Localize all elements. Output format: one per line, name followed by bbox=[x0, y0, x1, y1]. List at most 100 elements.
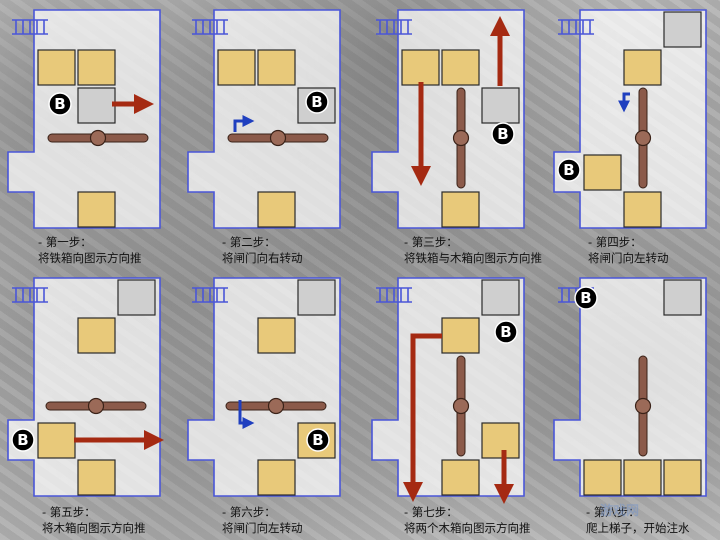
iron-crate bbox=[663, 279, 702, 316]
rotating-gate-lever bbox=[452, 87, 470, 189]
ladder-icon bbox=[376, 287, 412, 303]
wooden-crate bbox=[257, 49, 296, 86]
iron-crate bbox=[297, 279, 336, 316]
ladder-icon bbox=[558, 19, 594, 35]
player-marker-label: B bbox=[17, 431, 28, 449]
player-marker-circle bbox=[557, 158, 581, 182]
wooden-crate bbox=[257, 317, 296, 354]
step-8-caption: - 第八步： 爬上梯子，开始注水 bbox=[586, 504, 690, 536]
step-4-desc: 将闸门向左转动 bbox=[588, 251, 669, 265]
player-b-marker: B bbox=[491, 122, 515, 146]
wooden-crate bbox=[441, 191, 480, 228]
step-1-panel: B bbox=[7, 9, 161, 229]
iron-crate bbox=[663, 11, 702, 48]
player-marker-circle bbox=[494, 320, 518, 344]
ladder-icon bbox=[376, 19, 412, 35]
wooden-crate bbox=[441, 49, 480, 86]
player-marker-label: B bbox=[311, 93, 322, 111]
player-marker-circle bbox=[48, 92, 72, 116]
player-marker-circle bbox=[574, 286, 598, 310]
step-7-desc: 将两个木箱向图示方向推 bbox=[404, 521, 531, 535]
player-marker-label: B bbox=[500, 323, 511, 341]
step-8-title: - 第八步： bbox=[586, 505, 640, 519]
step-3-panel: B bbox=[371, 9, 525, 229]
player-b-marker: B bbox=[11, 428, 35, 452]
wooden-crate bbox=[77, 459, 116, 496]
ladder-icon bbox=[192, 19, 228, 35]
player-marker-label: B bbox=[54, 95, 65, 113]
step-7-caption: - 第七步： 将两个木箱向图示方向推 bbox=[404, 504, 531, 536]
step-3-title: - 第三步： bbox=[404, 235, 458, 249]
player-b-marker: B bbox=[305, 90, 329, 114]
ladder-icon bbox=[192, 287, 228, 303]
step-1-caption: - 第一步： 将铁箱向图示方向推 bbox=[38, 234, 142, 266]
player-b-marker: B bbox=[494, 320, 518, 344]
wooden-crate bbox=[441, 459, 480, 496]
wooden-crate bbox=[663, 459, 702, 496]
gate-pivot bbox=[634, 129, 652, 147]
rotating-gate-lever bbox=[47, 129, 149, 147]
wooden-crate bbox=[257, 459, 296, 496]
rotating-gate-lever bbox=[227, 129, 329, 147]
wooden-crate bbox=[401, 49, 440, 86]
rotating-gate-lever bbox=[45, 397, 147, 415]
step-5-desc: 将木箱向图示方向推 bbox=[42, 521, 146, 535]
ladder-icon bbox=[12, 19, 48, 35]
wooden-crate bbox=[37, 422, 76, 459]
step-2-caption: - 第二步： 将闸门向右转动 bbox=[222, 234, 303, 266]
gate-pivot bbox=[89, 129, 107, 147]
step-2-panel: B bbox=[187, 9, 341, 229]
wooden-crate bbox=[623, 459, 662, 496]
step-7-title: - 第七步： bbox=[404, 505, 458, 519]
player-marker-circle bbox=[491, 122, 515, 146]
step-8-desc: 爬上梯子，开始注水 bbox=[586, 521, 690, 535]
player-marker-label: B bbox=[312, 431, 323, 449]
player-b-marker: B bbox=[557, 158, 581, 182]
wooden-crate bbox=[37, 49, 76, 86]
step-4-panel: B bbox=[553, 9, 707, 229]
gate-pivot bbox=[452, 397, 470, 415]
wooden-crate bbox=[77, 191, 116, 228]
rotating-gate-lever bbox=[634, 87, 652, 189]
iron-crate bbox=[481, 279, 520, 316]
step-5-title: - 第五步： bbox=[42, 505, 96, 519]
watermark: 游戏网 bbox=[600, 504, 640, 519]
step-5-caption: - 第五步： 将木箱向图示方向推 bbox=[42, 504, 146, 536]
player-b-marker: B bbox=[306, 428, 330, 452]
rotate-direction-arrow bbox=[618, 92, 630, 113]
step-7-panel: B bbox=[371, 277, 525, 504]
wooden-crate bbox=[441, 317, 480, 354]
step-6-panel: B bbox=[187, 277, 341, 497]
wooden-crate bbox=[217, 49, 256, 86]
wooden-crate bbox=[77, 317, 116, 354]
gate-pivot bbox=[452, 129, 470, 147]
step-2-title: - 第二步： bbox=[222, 235, 276, 249]
player-marker-label: B bbox=[497, 125, 508, 143]
player-marker-label: B bbox=[563, 161, 574, 179]
rotate-direction-arrow bbox=[233, 115, 255, 132]
player-b-marker: B bbox=[48, 92, 72, 116]
wooden-crate bbox=[623, 49, 662, 86]
step-6-caption: - 第六步： 将闸门向左转动 bbox=[222, 504, 303, 536]
gate-pivot bbox=[87, 397, 105, 415]
wooden-crate bbox=[583, 154, 622, 191]
step-1-title: - 第一步： bbox=[38, 235, 92, 249]
step-4-caption: - 第四步： 将闸门向左转动 bbox=[588, 234, 669, 266]
step-4-title: - 第四步： bbox=[588, 235, 642, 249]
step-3-caption: - 第三步： 将铁箱与木箱向图示方向推 bbox=[404, 234, 542, 266]
step-5-panel: B bbox=[7, 277, 164, 497]
player-marker-circle bbox=[306, 428, 330, 452]
wooden-crate bbox=[77, 49, 116, 86]
push-direction-arrow bbox=[403, 333, 442, 502]
step-8-panel: B bbox=[553, 277, 707, 497]
ladder-icon bbox=[12, 287, 48, 303]
wooden-crate bbox=[583, 459, 622, 496]
gate-pivot bbox=[634, 397, 652, 415]
rotate-direction-arrow bbox=[238, 400, 255, 429]
rotating-gate-lever bbox=[225, 397, 327, 415]
player-marker-circle bbox=[305, 90, 329, 114]
gate-pivot bbox=[269, 129, 287, 147]
gate-pivot bbox=[267, 397, 285, 415]
iron-crate bbox=[77, 87, 116, 124]
rotating-gate-lever bbox=[634, 355, 652, 457]
